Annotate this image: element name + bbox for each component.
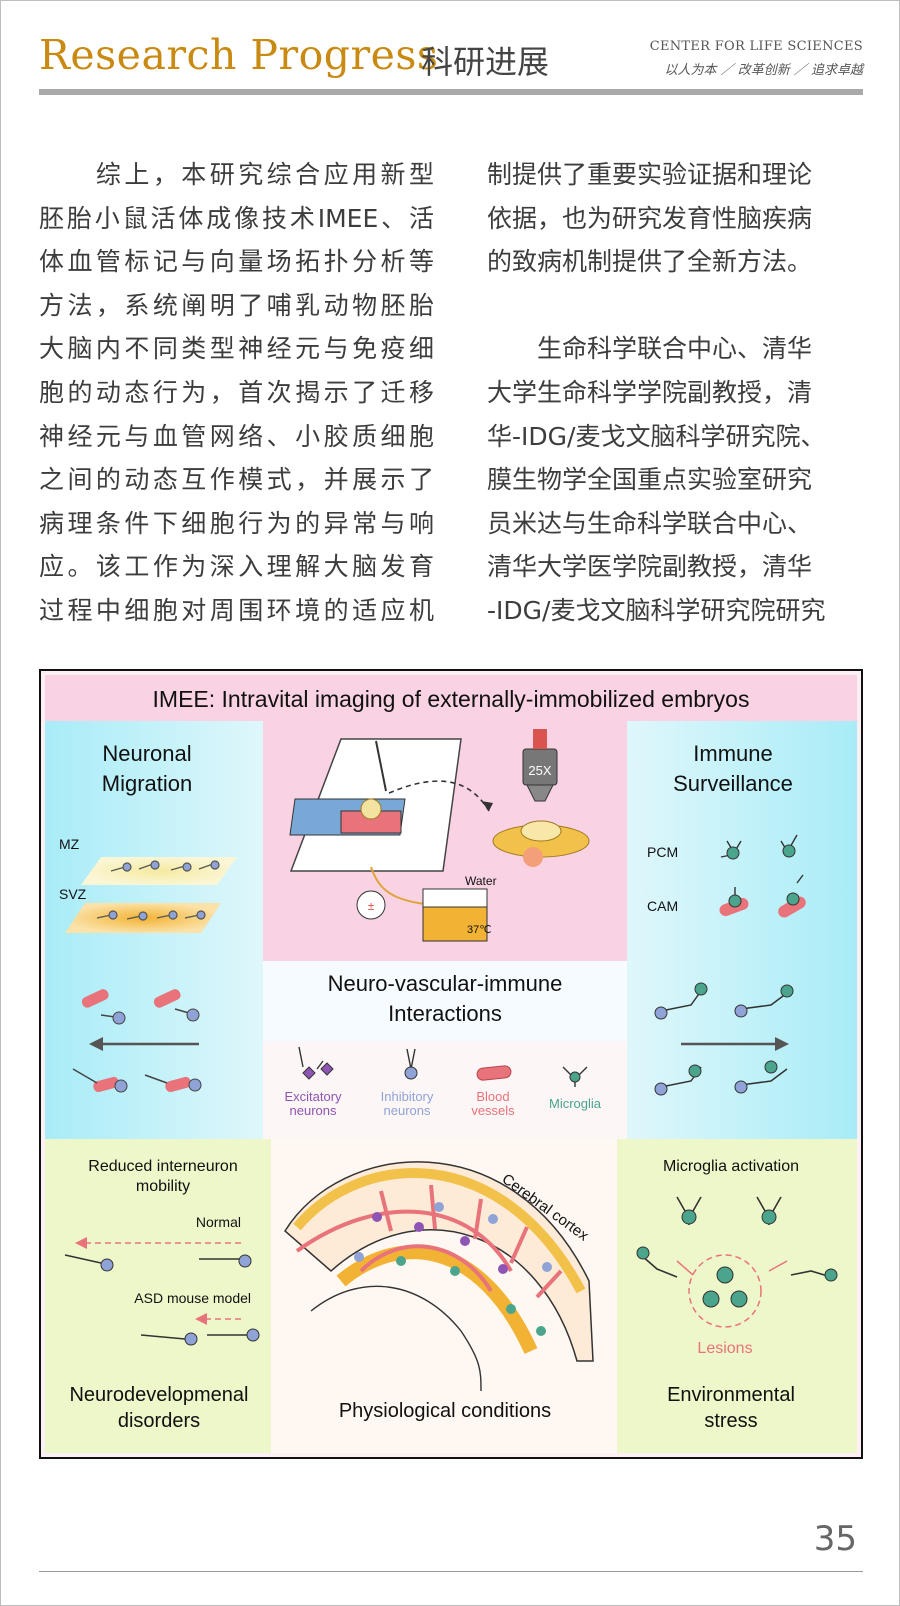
legend-bg — [263, 1041, 627, 1139]
text-line: 依据，也为研究发育性脑疾病 — [487, 203, 813, 233]
normal-label: Normal — [196, 1214, 241, 1230]
org-name: CENTER FOR LIFE SCIENCES — [649, 39, 863, 54]
mz-layer — [81, 857, 237, 885]
text-line: 综上，本研究综合应用新型 — [39, 160, 434, 189]
text-line: 大脑内不同类型神经元与免疫细 — [39, 334, 434, 364]
text-line: 膜生物学全国重点实验室研究 — [487, 465, 813, 495]
legend-inhibitory-1: Inhibitory — [381, 1089, 434, 1104]
asd-label: ASD mouse model — [134, 1290, 251, 1306]
power-symbol-icon: ± — [368, 899, 375, 913]
text-line: 神经元与血管网络、小胶质细胞 — [39, 421, 434, 451]
neurodev-title-1: Neurodevelopmenal — [69, 1384, 248, 1406]
text-line: 方法，系统阐明了哺乳动物胚胎 — [39, 290, 434, 320]
legend-blood-1: Blood — [476, 1089, 509, 1104]
figure-banner: IMEE: Intravital imaging of externally-i… — [153, 686, 750, 712]
text-line: 过程中细胞对周围环境的适应机 — [39, 595, 434, 625]
left-green-bg — [45, 1139, 271, 1453]
text-column-right: 制提供了重要实验证据和理论 依据，也为研究发育性脑疾病 的致病机制提供了全新方法… — [487, 153, 863, 633]
mz-label: MZ — [59, 836, 80, 852]
microglia-activation — [636, 1196, 838, 1328]
paragraph-gap — [487, 284, 863, 328]
reduced-mobility-2: mobility — [136, 1178, 190, 1195]
neuronal-migration-title-1: Neuronal — [102, 741, 191, 766]
page-header: Research Progress 科研进展 CENTER FOR LIFE S… — [39, 31, 863, 95]
interactions-title-2: Interactions — [388, 1001, 502, 1026]
legend-blood-2: vessels — [471, 1103, 515, 1118]
imee-setup-illustration: 25X Water 37℃ ± — [289, 729, 590, 942]
interactions-title-1: Neuro-vascular-immune — [328, 971, 563, 996]
text-line: -IDG/麦戈文脑科学研究院研究 — [487, 595, 826, 625]
immune-surveillance-title-2: Surveillance — [673, 771, 793, 796]
objective-label: 25X — [528, 763, 551, 778]
text-line: 生命科学联合中心、清华 — [487, 334, 813, 364]
text-line: 员米达与生命科学联合中心、 — [487, 508, 813, 538]
env-stress-title-2: stress — [704, 1410, 757, 1432]
text-line: 的致病机制提供了全新方法。 — [487, 247, 813, 277]
text-line: 胚胎小鼠活体成像技术IMEE、活 — [39, 203, 434, 233]
left-migration-cells — [72, 989, 202, 1093]
imee-figure: IMEE: Intravital imaging of externally-i… — [39, 669, 863, 1459]
section-title-cn: 科研进展 — [421, 43, 550, 81]
right-cyan-bg — [627, 721, 857, 1139]
figure-canvas: IMEE: Intravital imaging of externally-i… — [41, 671, 861, 1457]
pcm-label: PCM — [647, 844, 678, 860]
legend-excitatory-2: neurons — [290, 1103, 337, 1118]
text-line: 之间的动态互作模式，并展示了 — [39, 465, 434, 495]
svz-neurons — [96, 910, 206, 921]
physio-title: Physiological conditions — [339, 1400, 551, 1422]
interactions-bg — [263, 961, 627, 1041]
normal-migration — [64, 1237, 252, 1272]
text-line: 应。该工作为深入理解大脑发育 — [39, 552, 434, 582]
legend-microglia: Microglia — [549, 1096, 602, 1111]
cam-label: CAM — [647, 898, 678, 914]
header-divider — [39, 89, 863, 95]
banner-bg — [45, 675, 857, 721]
neuronal-migration-title-2: Migration — [102, 771, 192, 796]
cortex-illustration — [284, 1161, 594, 1392]
page-number: 35 — [813, 1519, 857, 1559]
text-line: 制提供了重要实验证据和理论 — [487, 160, 813, 189]
neurodev-title-2: disorders — [118, 1410, 200, 1432]
org-motto: 以人为本 ／ 改革创新 ／ 追求卓越 — [664, 63, 863, 78]
figure-legend: Excitatory neurons Inhibitory neurons Bl… — [284, 1046, 602, 1118]
section-title-en: Research Progress — [39, 31, 439, 79]
mz-neurons — [110, 860, 220, 872]
svz-label: SVZ — [59, 886, 87, 902]
immune-cells — [719, 834, 806, 918]
activation-title: Microglia activation — [663, 1158, 799, 1175]
text-line: 大学生命科学学院副教授，清 — [487, 377, 813, 407]
env-stress-title-1: Environmental — [667, 1384, 795, 1406]
right-migration-cells — [654, 982, 794, 1096]
legend-inhibitory-2: neurons — [384, 1103, 431, 1118]
text-line: 体血管标记与向量场拓扑分析等 — [39, 247, 434, 277]
text-column-left: 综上，本研究综合应用新型 胚胎小鼠活体成像技术IMEE、活 体血管标记与向量场拓… — [39, 153, 434, 633]
lesions-label: Lesions — [697, 1340, 752, 1357]
text-line: 华-IDG/麦戈文脑科学研究院、 — [487, 421, 826, 451]
immune-surveillance-title-1: Immune — [693, 741, 772, 766]
text-line: 清华大学医学院副教授，清华 — [487, 552, 813, 582]
text-line: 病理条件下细胞行为的异常与响 — [39, 508, 434, 538]
temp-label: 37℃ — [467, 924, 492, 936]
water-label: Water — [465, 874, 497, 888]
reduced-mobility-1: Reduced interneuron — [88, 1158, 237, 1175]
asd-migration — [140, 1313, 260, 1346]
footer-divider — [39, 1571, 863, 1572]
legend-excitatory-1: Excitatory — [284, 1089, 342, 1104]
text-line: 胞的动态行为，首次揭示了迁移 — [39, 377, 434, 407]
